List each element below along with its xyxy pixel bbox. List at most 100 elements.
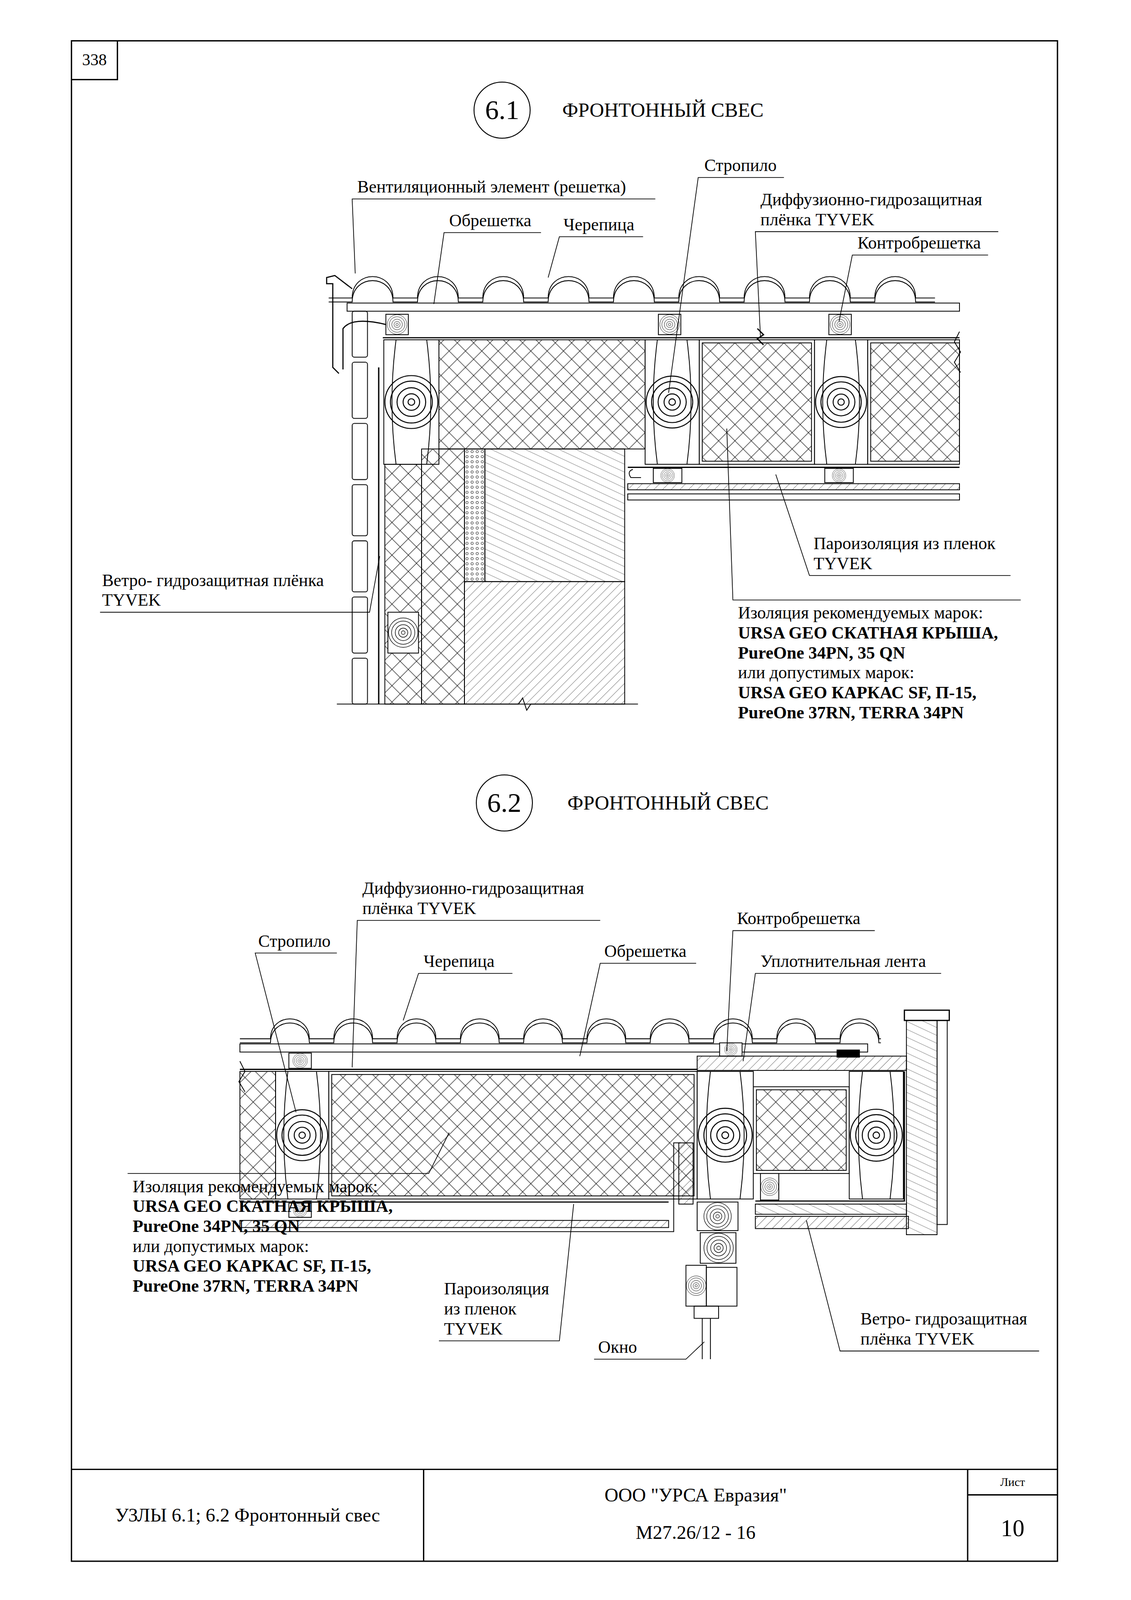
window-frame	[702, 1318, 711, 1360]
detail-number-circle: 6.2ФРОНТОННЫЙ СВЕС	[475, 774, 533, 832]
roof-tile	[239, 1023, 881, 1044]
label-holder: Черепица	[423, 951, 495, 972]
wall-cladding	[352, 423, 368, 480]
detail-number: 6.2	[487, 787, 522, 819]
label-holder: ООО "УРСА Евразия"	[423, 1474, 969, 1516]
end-board	[937, 1020, 948, 1225]
insulation	[438, 339, 646, 449]
roof-tile	[239, 1019, 881, 1040]
insulation	[756, 1089, 847, 1171]
leader-line	[99, 556, 380, 613]
ceiling-layers	[653, 468, 683, 483]
insulation	[954, 331, 961, 373]
soffit	[755, 1173, 909, 1230]
end-board	[906, 1020, 938, 1236]
wall-structure	[464, 581, 625, 704]
ceiling-layers	[627, 494, 960, 501]
window-frame	[700, 1233, 736, 1264]
wall-structure	[336, 698, 638, 711]
window-frame	[678, 1143, 694, 1205]
counter-batten	[387, 314, 407, 335]
insulation	[699, 339, 815, 465]
note-text: Изоляция рекомендуемых марок:	[132, 1177, 429, 1198]
batten	[347, 302, 960, 312]
soffit	[755, 1204, 907, 1215]
end-board	[697, 1056, 907, 1071]
soffit	[760, 1173, 779, 1201]
insulation	[331, 1074, 694, 1197]
soffit	[755, 1216, 909, 1230]
leader-line	[127, 1132, 450, 1174]
callout-label: Стропило	[704, 155, 777, 176]
rafter	[706, 1071, 745, 1200]
callout-label: Контробрешетка	[736, 908, 861, 929]
ceiling-layers	[239, 1220, 669, 1229]
leader-line	[433, 232, 542, 305]
label-holder: Вентиляционный элемент (решетка)	[357, 177, 626, 198]
ceiling-layers	[629, 469, 642, 478]
rafter	[697, 1071, 754, 1200]
label-holder: Уплотнительная лента	[760, 951, 927, 972]
wall-structure	[336, 448, 638, 711]
label-holder: Диффузионно-гидрозащитная плёнка TYVEK	[760, 189, 1016, 230]
insulation-note: Изоляция рекомендуемых марок:URSA GEO СК…	[738, 603, 1024, 723]
insulation	[870, 343, 960, 462]
insulation	[867, 339, 960, 465]
counter-batten	[658, 314, 681, 335]
rafter	[645, 339, 700, 465]
label-holder: Ветро- гидрозащитная плёнка TYVEK	[102, 570, 368, 611]
leader-line	[403, 973, 513, 1021]
label-holder: Окно	[598, 1337, 637, 1358]
wall-structure	[421, 448, 465, 704]
callout-label: Ветро- гидрозащитная плёнка TYVEK	[860, 1309, 1065, 1350]
title-block-text: УЗЛЫ 6.1; 6.2 Фронтонный свес	[114, 1504, 381, 1527]
product-names: URSA GEO СКАТНАЯ КРЫША, PureOne 34PN, 35…	[132, 1196, 429, 1237]
rafter	[858, 1071, 895, 1200]
callout-label: Черепица	[423, 951, 495, 972]
counter-batten	[385, 314, 852, 335]
ceiling-layers	[832, 469, 846, 483]
leader-line	[352, 198, 656, 274]
label-holder: Диффузионно-гидрозащитная плёнка TYVEK	[362, 878, 618, 919]
wall-cladding	[352, 597, 368, 654]
leader-line	[755, 231, 999, 337]
rafter	[822, 339, 860, 465]
rafter	[391, 339, 431, 465]
ceiling-layers	[824, 468, 854, 483]
ceiling-layers	[660, 469, 675, 483]
membrane-line	[382, 337, 960, 339]
product-names: URSA GEO КАРКАС SF, П-15, PureOne 37RN, …	[132, 1256, 429, 1297]
membrane-line	[239, 1068, 698, 1071]
insulation-note: Изоляция рекомендуемых марок:URSA GEO СК…	[132, 1177, 429, 1297]
callout-label: Стропило	[258, 931, 331, 952]
window-frame	[703, 1233, 734, 1263]
wall-structure	[388, 618, 418, 648]
wall-cladding	[352, 541, 368, 593]
membrane-line	[755, 1071, 905, 1202]
leader-line	[726, 930, 875, 1052]
note-text: Изоляция рекомендуемых марок:	[738, 603, 1024, 624]
rafter	[385, 375, 438, 429]
wall-structure	[464, 448, 485, 582]
callout-label: Обрешетка	[604, 941, 687, 962]
leader-line	[726, 428, 1021, 601]
callout-label: Диффузионно-гидрозащитная плёнка TYVEK	[362, 878, 618, 919]
callout-label: Окно	[598, 1337, 637, 1358]
window-frame	[686, 1276, 706, 1296]
wall-cladding	[352, 311, 368, 358]
ceiling-layers	[627, 467, 960, 501]
callout-label: Уплотнительная лента	[760, 951, 927, 972]
callout-label: Контробрешетка	[857, 233, 981, 254]
counter-batten	[385, 314, 409, 335]
callout-label: Пароизоляция из пленок TYVEK	[443, 1279, 567, 1340]
label-holder: Стропило	[258, 931, 331, 952]
rafter	[383, 339, 868, 465]
label-holder: Стропило	[704, 155, 777, 176]
label-holder: 338	[71, 40, 118, 80]
label-holder: Обрешетка	[448, 210, 532, 231]
wall-cladding	[378, 367, 380, 704]
soffit	[760, 1178, 779, 1197]
label-holder: Лист	[967, 1469, 1058, 1496]
roof-tile	[239, 1019, 881, 1044]
callout-label: Ветро- гидрозащитная плёнка TYVEK	[102, 570, 368, 611]
